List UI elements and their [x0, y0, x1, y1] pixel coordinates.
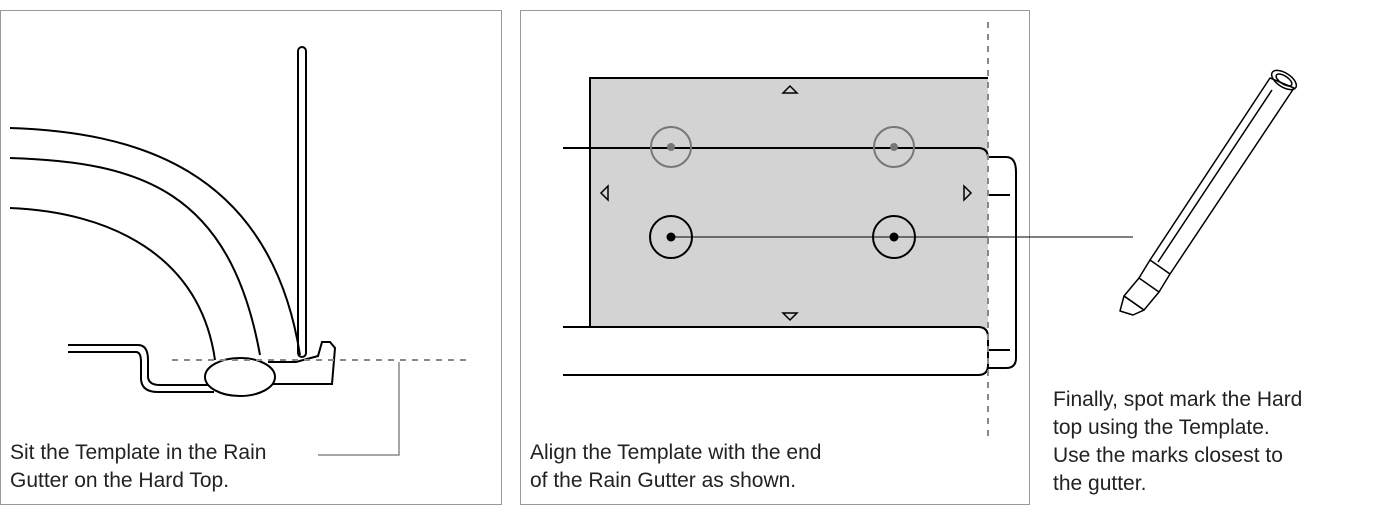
template-edge — [297, 46, 307, 358]
caption-leader-line — [318, 362, 400, 456]
caption-line: Finally, spot mark the Hard — [1053, 388, 1303, 411]
step-3-caption: Finally, spot mark the Hard top using th… — [1053, 386, 1302, 498]
arrow-up-icon — [781, 84, 799, 94]
rain-gutter-end — [988, 156, 1017, 369]
weather-seal — [204, 357, 276, 397]
caption-line: Gutter on the Hard Top. — [10, 469, 230, 492]
caption-line: Use the marks closest to — [1053, 444, 1283, 467]
step-1-panel — [0, 10, 502, 505]
upper-mark-left — [650, 126, 692, 168]
hard-top-roof-section — [9, 127, 301, 361]
caption-line: Sit the Template in the Rain — [10, 441, 267, 464]
marker-pen-icon — [1119, 69, 1298, 316]
rain-gutter — [68, 341, 337, 393]
step-2-caption: Align the Template with the end of the R… — [530, 439, 821, 495]
step-1-caption: Sit the Template in the Rain Gutter on t… — [10, 439, 266, 495]
arrow-right-icon — [963, 184, 973, 202]
caption-line: of the Rain Gutter as shown. — [530, 469, 797, 492]
template-sheet — [590, 78, 988, 328]
arrow-left-icon — [599, 184, 609, 202]
arrow-down-icon — [781, 312, 799, 322]
caption-line: the gutter. — [1053, 472, 1147, 495]
upper-mark-right — [873, 126, 915, 168]
caption-line: Align the Template with the end — [530, 441, 822, 464]
caption-line: top using the Template. — [1053, 416, 1270, 439]
